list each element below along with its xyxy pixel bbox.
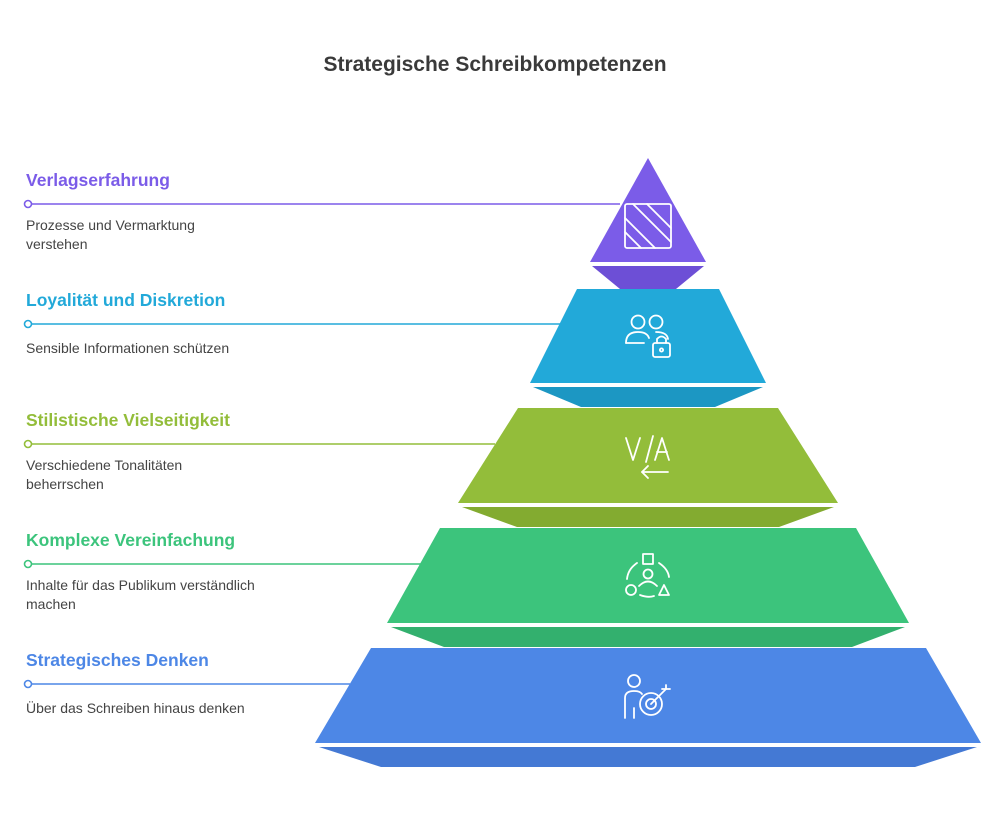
pyramid-level-5 (315, 648, 981, 767)
pyramid-level-2 (530, 289, 766, 407)
person-target-icon (624, 674, 671, 719)
level-description: Prozesse und Vermarktung verstehen (26, 216, 195, 254)
connector-dot (23, 559, 33, 569)
pyramid-level-1 (590, 158, 706, 289)
connector-dot (23, 439, 33, 449)
pyramid-bottom-edge (319, 747, 977, 767)
level-description: Verschiedene Tonalitäten beherrschen (26, 456, 182, 494)
pyramid-bottom-edge (462, 507, 834, 527)
level-description-line: beherrschen (26, 476, 104, 492)
level-description-line: Prozesse und Vermarktung (26, 217, 195, 233)
users-lock-icon (625, 314, 671, 358)
level-description-line: verstehen (26, 236, 88, 252)
level-title: Loyalität und Diskretion (26, 290, 226, 310)
level-description-line: Verschiedene Tonalitäten (26, 457, 183, 473)
document-stripes-icon (624, 203, 672, 249)
level-title: Strategisches Denken (26, 650, 209, 670)
pyramid-bottom-edge (533, 387, 763, 407)
page-title: Strategische Schreibkompetenzen (323, 53, 667, 76)
connector-dot (23, 319, 33, 329)
level-title: Stilistische Vielseitigkeit (26, 410, 230, 430)
pyramid-face (315, 648, 981, 743)
level-description-line: Sensible Informationen schützen (26, 340, 230, 356)
pyramid-level-3 (458, 408, 838, 527)
level-title: Verlagserfahrung (26, 170, 170, 190)
level-description-line: machen (26, 596, 76, 612)
level-description: Über das Schreiben hinaus denken (26, 699, 245, 718)
level-description-line: Über das Schreiben hinaus denken (26, 700, 245, 716)
level-title: Komplexe Vereinfachung (26, 530, 236, 550)
pyramid-level-4 (387, 528, 909, 647)
style-switch-icon (625, 435, 670, 479)
audience-shapes-icon (625, 553, 670, 598)
connector-dot (23, 199, 33, 209)
pyramid-bottom-edge (391, 627, 905, 647)
connector-dot (23, 679, 33, 689)
level-description-line: Inhalte für das Publikum verständlich (26, 577, 255, 593)
pyramid-bottom-edge (592, 266, 704, 289)
level-description: Inhalte für das Publikum verständlich mac… (26, 576, 255, 614)
level-description: Sensible Informationen schützen (26, 339, 229, 358)
pyramid-face (590, 158, 706, 262)
pyramid-face (387, 528, 909, 623)
